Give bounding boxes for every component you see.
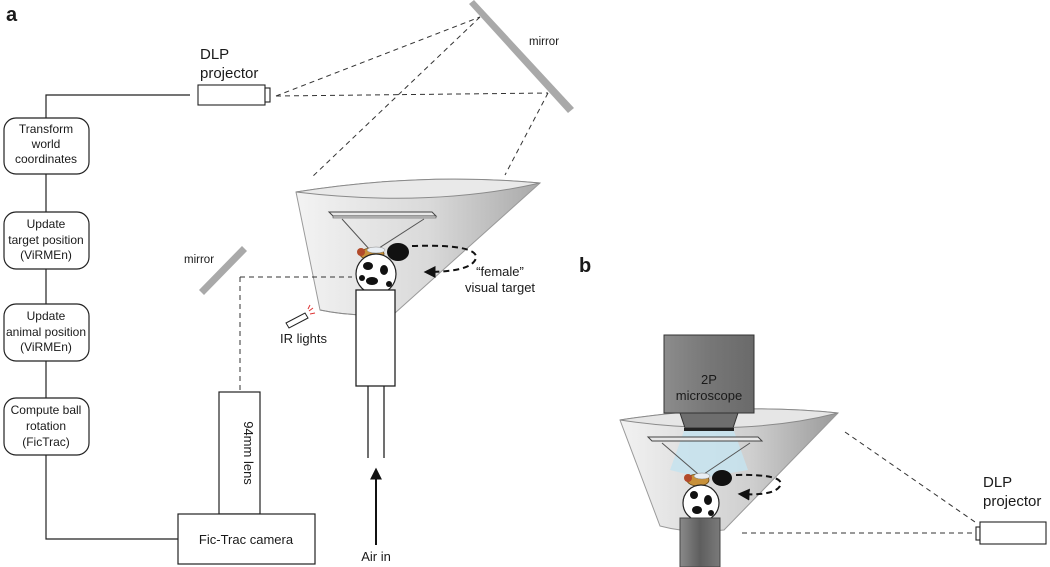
flow-box-line: animal position (6, 325, 86, 339)
flow-box-update-target: Update target position (ViRMEn) (3, 211, 90, 270)
flow-box-line: Update (27, 217, 66, 231)
ir-light-icon (285, 304, 316, 329)
panel-a-letter: a (6, 4, 18, 26)
mirror-left-label: mirror (184, 254, 214, 266)
air-label: Air in (361, 549, 391, 564)
flow-box-update-animal: Update animal position (ViRMEn) (3, 303, 90, 362)
mirror-top-label: mirror (529, 36, 559, 48)
flow-box-line: (ViRMEn) (20, 340, 72, 354)
screen-a (327, 211, 438, 251)
screen-b (646, 431, 764, 478)
flow-box-line: Compute ball (11, 403, 82, 417)
lens-94mm: 94mm lens (218, 391, 261, 515)
fictrac-camera: Fic-Trac camera (177, 513, 316, 565)
projector-b-label-line: projector (983, 493, 1041, 510)
ball-holder-b (679, 517, 721, 567)
flow-box-transform: Transform world coordinates (3, 117, 90, 175)
lens-label: 94mm lens (241, 421, 256, 485)
rotation-arrow-b (735, 473, 782, 501)
projection-rays-a (275, 16, 549, 179)
ball-a (355, 253, 397, 295)
ir-label: IR lights (280, 331, 327, 346)
camera-label: Fic-Trac camera (199, 532, 294, 547)
panel-b-letter: b (579, 255, 591, 277)
mirror-left (199, 246, 247, 295)
projector-b (975, 521, 1047, 545)
visual-target-a (387, 243, 409, 261)
flowchart-connector (45, 94, 190, 540)
flow-box-line: world (31, 137, 61, 151)
projector-a (197, 84, 271, 106)
projector-b-label-line: DLP (983, 474, 1012, 491)
flow-box-line: target position (8, 233, 83, 247)
mirror-top (469, 0, 574, 113)
rotation-arrow-a (411, 244, 477, 278)
projection-rays-b (742, 431, 976, 534)
visual-target-b (712, 470, 732, 486)
flow-box-line: (ViRMEn) (20, 248, 72, 262)
microscope-label-line: 2P (701, 372, 717, 387)
microscope-label-line: microscope (676, 388, 742, 403)
flow-box-line: (FicTrac) (22, 435, 70, 449)
ball-holder-a (355, 289, 396, 458)
microscope-2p: 2P microscope (663, 334, 755, 431)
camera-light-path (239, 276, 352, 392)
projector-label-line: projector (200, 65, 258, 82)
flow-box-compute-ball: Compute ball rotation (FicTrac) (3, 397, 90, 456)
fly-b-icon (684, 472, 711, 487)
flow-box-line: coordinates (15, 152, 77, 166)
target-label-line: “female” (476, 264, 524, 279)
flow-box-line: Transform (19, 122, 73, 136)
projector-label-line: DLP (200, 46, 229, 63)
ball-b (682, 484, 720, 522)
flow-box-line: rotation (26, 419, 66, 433)
flow-box-line: Update (27, 309, 66, 323)
target-label-line: visual target (465, 280, 535, 295)
